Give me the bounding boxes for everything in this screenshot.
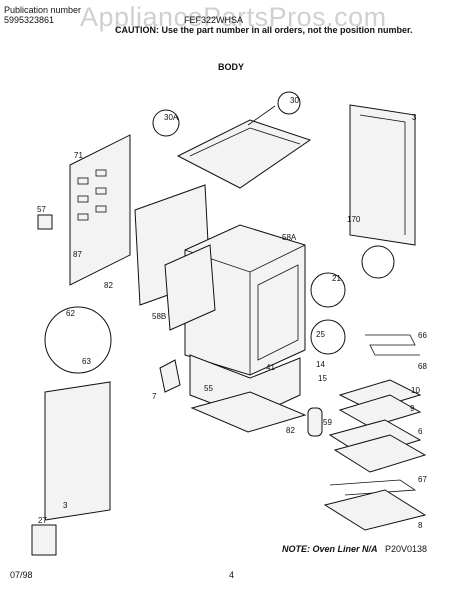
section-title: BODY	[218, 62, 245, 72]
drawer-bottom	[190, 391, 307, 433]
broil-pan	[338, 394, 422, 428]
broil-element	[365, 334, 420, 356]
label-9: 9	[410, 404, 415, 413]
oven-bottom	[323, 489, 427, 531]
caution-text: CAUTION: Use the part number in all orde…	[115, 25, 413, 35]
insulation-58b	[164, 244, 216, 331]
label-63: 63	[82, 357, 91, 366]
label-82-top: 82	[104, 281, 113, 290]
label-27: 27	[38, 516, 47, 525]
page-number: 4	[229, 570, 235, 580]
label-66: 66	[418, 331, 427, 340]
callout-25	[310, 319, 346, 355]
label-57: 57	[37, 205, 46, 214]
top-rear-panel	[176, 119, 312, 189]
handle-7	[159, 359, 181, 393]
label-25: 25	[316, 330, 325, 339]
label-59: 59	[323, 418, 332, 427]
model-number: FEF322WHSA	[184, 15, 244, 25]
label-71: 71	[74, 151, 83, 160]
label-3-right: 3	[412, 113, 417, 122]
oven-body	[184, 224, 306, 376]
footer-code: P20V0138	[385, 544, 428, 554]
side-panel-right	[349, 104, 416, 246]
label-14: 14	[316, 360, 325, 369]
publication-label: Publication number	[4, 5, 82, 15]
callout-21	[310, 272, 346, 308]
publication-number: 5995323861	[4, 15, 55, 25]
label-68: 68	[418, 362, 427, 371]
label-62: 62	[66, 309, 75, 318]
label-67: 67	[418, 475, 427, 484]
label-87: 87	[73, 250, 82, 259]
part-27	[31, 524, 57, 556]
label-15: 15	[318, 374, 327, 383]
back-panel	[69, 134, 131, 286]
callout-62	[44, 306, 112, 374]
label-8: 8	[418, 521, 423, 530]
callout-spring	[361, 245, 395, 279]
side-panel-left	[44, 381, 111, 521]
label-6: 6	[418, 427, 423, 436]
label-7: 7	[152, 392, 157, 401]
label-82-bottom: 82	[286, 426, 295, 435]
label-170: 170	[347, 215, 361, 224]
label-58a: 58A	[282, 233, 297, 242]
part-57	[37, 214, 53, 230]
footer-date: 07/98	[10, 570, 33, 580]
label-41: 41	[266, 363, 275, 372]
oven-rack-2	[333, 434, 427, 473]
label-10: 10	[411, 386, 420, 395]
footer-note: NOTE: Oven Liner N/A	[282, 544, 378, 554]
light-59	[307, 407, 323, 437]
label-30: 30	[290, 96, 299, 105]
label-21: 21	[332, 274, 341, 283]
label-55: 55	[204, 384, 213, 393]
label-58b: 58B	[152, 312, 166, 321]
callout-30	[277, 91, 301, 115]
label-30a: 30A	[164, 113, 179, 122]
callout-30a	[152, 109, 180, 137]
label-3-left: 3	[63, 501, 68, 510]
